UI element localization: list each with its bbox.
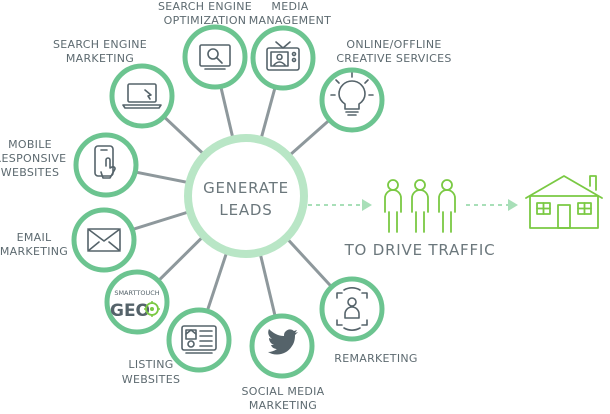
- hub-line-1: GENERATE: [203, 179, 289, 197]
- label-remarketing: REMARKETING: [334, 352, 417, 365]
- label-sem-2: MARKETING: [66, 52, 134, 65]
- hub-line-2: LEADS: [219, 201, 272, 219]
- lightbulb-icon: [330, 72, 374, 116]
- node-media[interactable]: MEDIA MANAGEMENT: [249, 0, 331, 91]
- label-media-1: MEDIA: [271, 0, 308, 13]
- svg-text:GEO: GEO: [110, 301, 150, 321]
- node-remarketing[interactable]: REMARKETING: [319, 276, 418, 365]
- label-listing-2: WEBSITES: [122, 373, 180, 386]
- remarketing-cycle-icon: [336, 287, 368, 331]
- label-media-2: MANAGEMENT: [249, 14, 331, 27]
- phone-touch-icon: [94, 145, 116, 179]
- magnifier-screen-icon: [199, 44, 231, 70]
- hub-ring: [184, 134, 308, 258]
- label-mobile-1: MOBILE: [8, 138, 52, 151]
- hub: GENERATE LEADS: [184, 134, 308, 258]
- svg-text:SMARTTOUCH: SMARTTOUCH: [114, 289, 159, 297]
- envelope-icon: [87, 228, 121, 252]
- node-geo[interactable]: SMARTTOUCH GEO: [104, 269, 170, 335]
- node-social[interactable]: SOCIAL MEDIA MARKETING: [242, 313, 325, 412]
- twitter-bird-icon: [268, 329, 298, 355]
- flow-arrows: [308, 199, 518, 211]
- label-seo-2: OPTIMIZATION: [164, 14, 247, 27]
- node-sem[interactable]: SEARCH ENGINE MARKETING: [53, 38, 175, 129]
- cta-label: TO DRIVE TRAFFIC: [344, 241, 496, 259]
- label-listing-1: LISTING: [128, 358, 173, 371]
- label-creative-1: ONLINE/OFFLINE: [346, 38, 441, 51]
- label-mobile-2: RESPONSIVE: [0, 152, 66, 165]
- node-seo[interactable]: SEARCH ENGINE OPTIMIZATION: [158, 0, 252, 90]
- smarttouch-geo-logo: SMARTTOUCH GEO: [110, 289, 160, 321]
- label-email-2: MARKETING: [0, 245, 68, 258]
- people-icon: [384, 179, 456, 233]
- house-icon: [525, 175, 603, 229]
- node-mobile[interactable]: MOBILE RESPONSIVE WEBSITES: [0, 132, 139, 198]
- node-email[interactable]: EMAIL MARKETING: [0, 207, 137, 273]
- label-email-1: EMAIL: [17, 231, 52, 244]
- node-listing[interactable]: LISTING WEBSITES: [122, 307, 232, 386]
- laptop-cursor-icon: [122, 83, 162, 109]
- label-social-2: MARKETING: [249, 399, 317, 412]
- listing-card-icon: [181, 325, 217, 354]
- label-creative-2: CREATIVE SERVICES: [336, 52, 451, 65]
- tv-media-icon: [266, 41, 300, 71]
- label-mobile-3: WEBSITES: [1, 166, 59, 179]
- label-seo-1: SEARCH ENGINE: [158, 0, 252, 13]
- label-social-1: SOCIAL MEDIA: [242, 385, 325, 398]
- node-creative[interactable]: ONLINE/OFFLINE CREATIVE SERVICES: [319, 38, 452, 133]
- label-sem-1: SEARCH ENGINE: [53, 38, 147, 51]
